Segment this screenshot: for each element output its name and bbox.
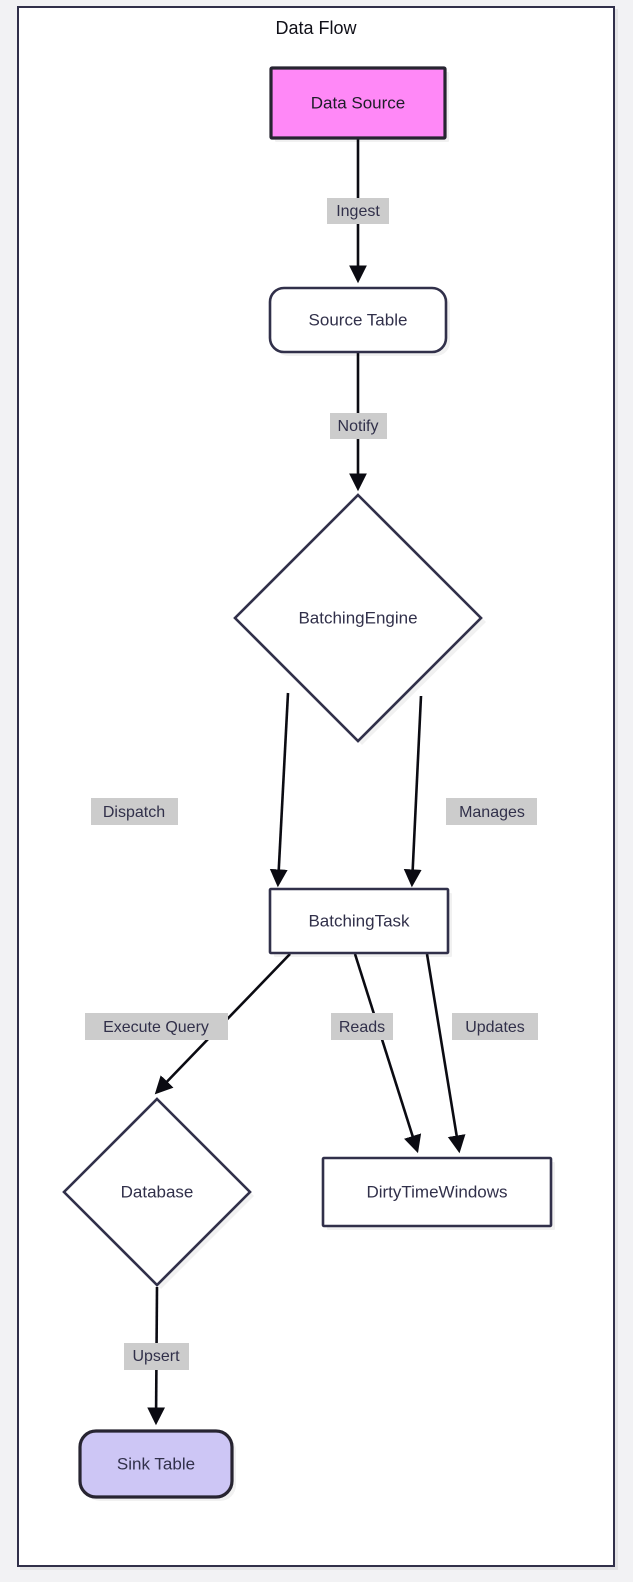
node-diamond-database[interactable]: [62, 1097, 252, 1287]
node-batching-engine[interactable]: BatchingEngine: [233, 493, 486, 745]
edge-manages: [403, 695, 423, 888]
edge-label-reads-text: Reads: [339, 1019, 385, 1036]
edge-label-ingest: Ingest: [327, 198, 389, 224]
edge-labels-layer: Ingest Notify Dispatch Manages Execute Q…: [85, 198, 538, 1370]
edge-label-bg: [91, 798, 178, 825]
node-rect-sink-table[interactable]: [78, 1429, 234, 1499]
edge-label-dispatch-text: Dispatch: [103, 804, 165, 821]
node-label-database: Database: [121, 1182, 194, 1201]
edge-reads: [353, 953, 422, 1154]
node-rect-source-table[interactable]: [268, 286, 448, 354]
node-data-source[interactable]: Data Source: [269, 66, 449, 142]
edge-label-notify-text: Notify: [338, 418, 379, 435]
edge-label-upsert-text: Upsert: [132, 1348, 180, 1365]
node-source-table[interactable]: Source Table: [268, 286, 450, 356]
edge-label-updates: Updates: [452, 1013, 538, 1040]
diagram-frame: [17, 6, 615, 1567]
edge-label-bg: [452, 1013, 538, 1040]
edge-label-reads: Reads: [331, 1013, 393, 1040]
edge-label-upsert: Upsert: [124, 1343, 189, 1370]
edge-label-bg: [327, 198, 389, 224]
node-label-batching-engine: BatchingEngine: [298, 608, 417, 627]
edge-label-updates-text: Updates: [465, 1019, 525, 1036]
edge-label-notify: Notify: [330, 413, 387, 439]
node-rect-dirty-time-windows[interactable]: [321, 1156, 553, 1228]
node-label-sink-table: Sink Table: [117, 1454, 195, 1473]
node-dirty-time-windows[interactable]: DirtyTimeWindows: [321, 1156, 555, 1230]
node-rect-data-source[interactable]: [269, 66, 447, 140]
edge-label-bg: [85, 1013, 228, 1040]
edge-label-execute-query-text: Execute Query: [103, 1019, 209, 1036]
edge-label-manages: Manages: [446, 798, 537, 825]
edge-label-bg: [446, 798, 537, 825]
node-label-data-source: Data Source: [311, 93, 406, 112]
edge-dispatch: [269, 692, 290, 888]
node-label-batching-task: BatchingTask: [308, 911, 410, 930]
edge-label-dispatch: Dispatch: [91, 798, 178, 825]
edge-label-execute-query: Execute Query: [85, 1013, 228, 1040]
edge-label-bg: [330, 413, 387, 439]
node-diamond-batching-engine[interactable]: [233, 493, 483, 743]
node-batching-task[interactable]: BatchingTask: [268, 887, 452, 957]
edge-label-bg: [124, 1343, 189, 1370]
edge-label-bg: [331, 1013, 393, 1040]
node-label-dirty-time-windows: DirtyTimeWindows: [366, 1182, 507, 1201]
node-database[interactable]: Database: [62, 1097, 254, 1289]
node-rect-batching-task[interactable]: [268, 887, 450, 955]
edge-label-ingest-text: Ingest: [336, 203, 380, 220]
node-sink-table[interactable]: Sink Table: [78, 1429, 236, 1501]
node-label-source-table: Source Table: [309, 310, 408, 329]
edge-updates: [425, 953, 466, 1154]
diagram-title: Data Flow: [275, 18, 357, 38]
edge-label-manages-text: Manages: [459, 804, 525, 821]
